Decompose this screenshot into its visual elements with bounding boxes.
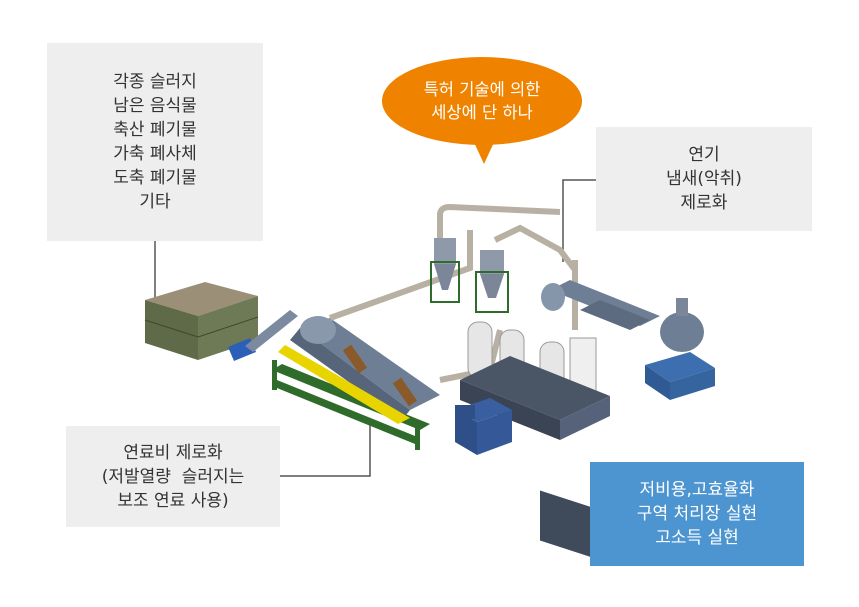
benefit-line: 저비용,고효율화	[639, 480, 755, 500]
waste-input-line: 가축 폐사체	[113, 144, 197, 164]
exhaust-line: 연기	[688, 145, 720, 165]
patent-callout-bubble: 특허 기술에 의한 세상에 단 하나	[382, 57, 582, 145]
benefit-line: 고소득 실현	[655, 528, 739, 548]
fuel-cost-box: 연료비 제로화 (저발열량 슬러지는 보조 연료 사용)	[66, 426, 280, 527]
cyclone-left	[430, 238, 460, 303]
waste-input-line: 남은 음식물	[113, 96, 197, 116]
fuel-line: 연료비 제로화	[123, 442, 223, 463]
waste-input-line: 각종 슬러지	[113, 72, 197, 92]
callout-tail	[472, 138, 496, 164]
callout-line: 세상에 단 하나	[431, 103, 533, 122]
waste-inputs-box: 각종 슬러지 남은 음식물 축산 폐기물 가축 폐사체 도축 폐기물 기타	[47, 43, 263, 241]
fuel-line: (저발열량 슬러지는	[101, 466, 245, 487]
benefits-box: 저비용,고효율화 구역 처리장 실현 고소득 실현	[590, 462, 804, 566]
benefit-line: 구역 처리장 실현	[636, 504, 758, 524]
feed-conveyor	[245, 310, 298, 352]
fuel-line: 보조 연료 사용)	[117, 490, 229, 511]
burner-unit	[455, 398, 512, 455]
blue-tank	[645, 298, 715, 400]
leader-line-exhaust	[562, 179, 596, 262]
leader-line-fuel	[280, 420, 371, 477]
exhaust-line: 제로화	[680, 193, 728, 213]
waste-input-line: 기타	[139, 192, 171, 212]
exhaust-treatment-box: 연기 냄새(악취) 제로화	[596, 127, 812, 231]
rotary-kiln	[278, 316, 440, 424]
waste-hopper	[144, 282, 259, 361]
waste-input-line: 도축 폐기물	[113, 168, 197, 188]
cyclone-right	[475, 250, 509, 313]
callout-line: 특허 기술에 의한	[423, 80, 541, 99]
waste-input-line: 축산 폐기물	[113, 120, 197, 140]
exhaust-line: 냄새(악취)	[666, 169, 742, 189]
